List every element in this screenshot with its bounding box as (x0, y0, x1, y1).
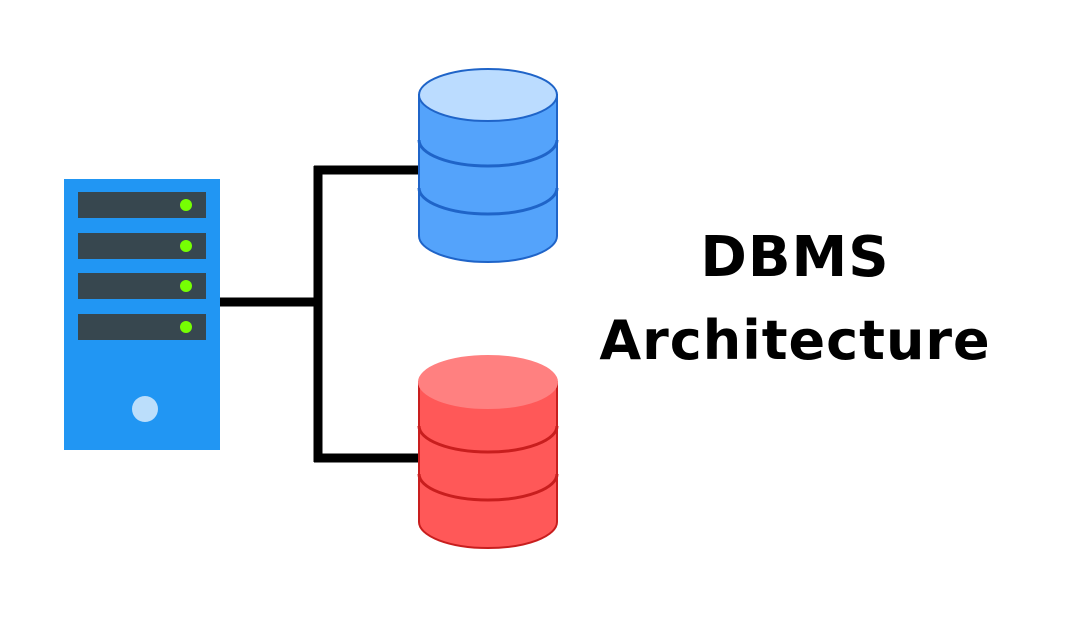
status-led-icon (180, 280, 192, 292)
server-tower-icon (64, 179, 220, 450)
status-led-icon (180, 240, 192, 252)
connector-lines (218, 165, 422, 463)
db-red-top (418, 355, 558, 409)
db-red-ring (417, 425, 559, 454)
db-blue-top (418, 68, 558, 122)
power-button-icon (132, 396, 158, 422)
db-blue-side (418, 94, 558, 263)
diagram-title-line-2: Architecture (599, 309, 991, 372)
db-blue-ring (417, 187, 559, 216)
diagram-title-line-1: DBMS (700, 225, 890, 290)
db-red-ring (417, 473, 559, 502)
database-red-icon (417, 355, 559, 549)
db-blue-ring (417, 139, 559, 168)
db-red-side (418, 381, 558, 549)
status-led-icon (180, 199, 192, 211)
database-blue-icon (417, 68, 559, 263)
status-led-icon (180, 321, 192, 333)
